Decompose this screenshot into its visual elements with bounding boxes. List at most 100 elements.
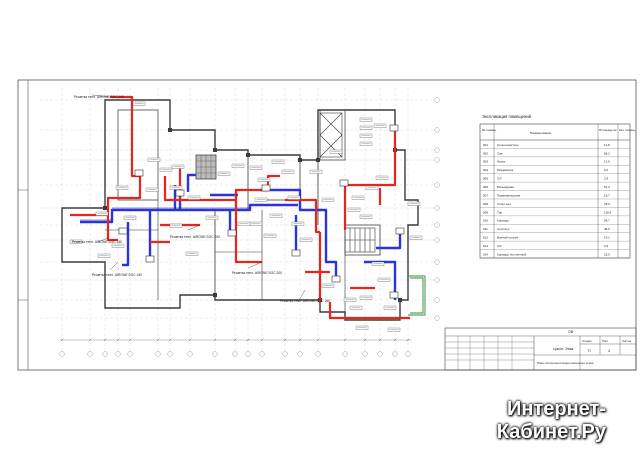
grid-bubble xyxy=(434,97,440,103)
dimension-tick xyxy=(283,338,287,342)
callouts: Решетка тепл. AIRONE SGC 160 Решетка теп… xyxy=(72,95,330,303)
dimension-tick xyxy=(88,338,92,342)
green-pipe xyxy=(408,275,426,316)
legend-row-area: 3,9 xyxy=(604,244,609,248)
legend-row-name: Котельная/техн. xyxy=(497,143,519,147)
callout-3: Решетка тепл. AIRONE SGC 160 xyxy=(92,273,142,277)
dimension-tick xyxy=(156,338,160,342)
dimension-tick xyxy=(188,338,192,342)
legend-row-name: Коридор xyxy=(497,219,509,223)
grid-bubble xyxy=(245,351,251,357)
legend-header-no: № помещ. xyxy=(482,128,497,132)
legend-table: Экспликация помещений № помещ. Наименова… xyxy=(479,114,636,259)
grid-bubble xyxy=(434,182,440,188)
exhaust-duct-outlines xyxy=(80,207,250,221)
legend-row-name: Ниша xyxy=(497,160,505,164)
grid-bubble xyxy=(297,351,303,357)
dimension-tick xyxy=(213,338,217,342)
title-block-sheet-label: Лист xyxy=(602,339,609,343)
grid-bubble xyxy=(434,237,440,243)
watermark-logo: Интернет- Кабинет.Ру xyxy=(497,398,606,444)
dimension-tick xyxy=(298,338,302,342)
dimension-tick xyxy=(378,338,382,342)
grid-bubble xyxy=(212,351,218,357)
grid-bubble xyxy=(434,147,440,153)
legend-row-name: Коридор лестничный xyxy=(497,252,527,256)
legend-row-no: 009 xyxy=(483,210,488,214)
watermark-line-1: Интернет- xyxy=(507,398,606,420)
dimension-tick xyxy=(233,338,237,342)
title-block-stage-label: Стадия xyxy=(582,339,592,343)
grid-bubble xyxy=(315,351,321,357)
watermark-line-2: Кабинет.Ру xyxy=(496,421,606,443)
callout-6: Решетка тепл. AIRONE SGC 160 xyxy=(280,299,330,303)
grid-bubble xyxy=(434,297,440,303)
grid-bubble xyxy=(102,351,108,357)
legend-row-name: Винный погреб xyxy=(497,236,518,240)
legend-row-no: 013 xyxy=(483,244,488,248)
legend-header-name: Наименование xyxy=(530,131,552,135)
legend-row-area: 28,7 xyxy=(604,219,610,223)
legend-row-name: Холл/кух. xyxy=(497,227,510,231)
grid-bubble xyxy=(59,351,65,357)
title-block xyxy=(444,327,637,371)
legend-row-area: 2,9 xyxy=(604,177,609,181)
grid-bubble xyxy=(155,351,161,357)
legend-row-no: 007 xyxy=(483,193,488,197)
grid-bubble xyxy=(187,351,193,357)
legend-row-no: 004 xyxy=(483,168,488,172)
legend-title: Экспликация помещений xyxy=(482,114,532,119)
grid-bubble xyxy=(434,222,440,228)
grid-bubble xyxy=(377,351,383,357)
legend-row-name: Тир xyxy=(497,210,502,214)
dimension-tick xyxy=(316,338,320,342)
grid-bubble xyxy=(87,351,93,357)
callout-4: Решетка тепл. AIRONE SGC 200 xyxy=(170,235,220,239)
dimension-tick xyxy=(246,338,250,342)
dimension-tick xyxy=(343,338,347,342)
legend-row-area: 19,1 xyxy=(604,236,610,240)
grid-bubble xyxy=(392,351,398,357)
grid-bubble xyxy=(405,351,411,357)
grid-bubble xyxy=(115,351,121,357)
dimension-tick xyxy=(60,338,64,342)
air-handling-unit xyxy=(195,154,217,180)
callout-5: Решетка тепл. AIRONE SGC 200 xyxy=(232,271,282,275)
grid-bubble xyxy=(282,351,288,357)
title-block-sheet-title: Цокол. Этаж xyxy=(553,347,574,351)
grid-bubble xyxy=(434,205,440,211)
legend-row-area: 19,7 xyxy=(604,193,610,197)
title-block-text: ОВ Цокол. Этаж План систем вентиляции цо… xyxy=(537,330,632,365)
legend-header-area: Площадь м² xyxy=(599,128,616,132)
grid-bubble xyxy=(232,351,238,357)
legend-row-area: 11,9 xyxy=(604,160,610,164)
grid-bubble xyxy=(259,351,265,357)
legend-row-name: Сан. xyxy=(497,151,504,155)
legend-row-area: 22,5 xyxy=(604,252,610,256)
grid-bubble xyxy=(434,259,440,265)
legend-row-no: 003 xyxy=(483,160,488,164)
legend-row-no: 012 xyxy=(483,236,488,240)
legend-row-no: 002 xyxy=(483,151,488,155)
duct-size-tags xyxy=(69,101,423,332)
legend-row-area: 11,8 xyxy=(604,143,610,147)
legend-row-no: 010 xyxy=(483,219,488,223)
legend-row-no: 011 xyxy=(483,227,488,231)
title-block-sheets-label: Листов xyxy=(622,339,632,343)
grid-bubble xyxy=(167,351,173,357)
callout-1: Решетка тепл. AIRONE SGC 160 xyxy=(74,95,124,99)
grid-bubble xyxy=(127,351,133,357)
legend-row-no: 001 xyxy=(483,143,488,147)
title-block-stage: П xyxy=(588,349,591,353)
legend-row-name: С/У xyxy=(497,177,502,181)
staircase xyxy=(344,227,376,253)
legend-row-name: Раздевалка xyxy=(497,168,514,172)
dimension-tick xyxy=(406,338,410,342)
legend-row-area: 118,6 xyxy=(604,210,612,214)
dimension-tick xyxy=(393,338,397,342)
dimension-tick xyxy=(128,338,132,342)
dimension-tick xyxy=(103,338,107,342)
grid-bubble xyxy=(434,127,440,133)
